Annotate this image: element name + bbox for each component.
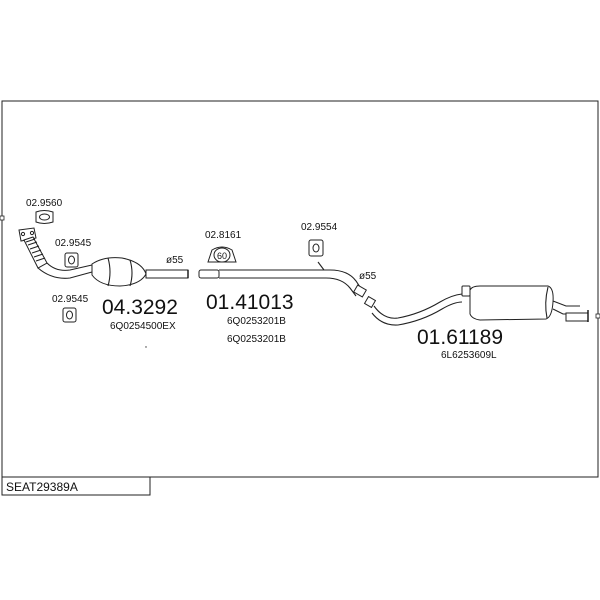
rear-silencer (363, 285, 589, 326)
diagram-frame (1, 100, 599, 478)
drawing-dot (145, 346, 147, 348)
part-code: 01.61189 (417, 326, 503, 349)
accessory-code: 02.8161 (205, 230, 242, 241)
gasket-part (35, 210, 54, 224)
oem-number: 6Q0254500EX (110, 321, 176, 332)
frame-marker-right (595, 313, 600, 319)
accessory-code: 02.9545 (52, 294, 89, 305)
frame-marker-left (0, 215, 5, 221)
catalyst-front-pipe (18, 227, 189, 287)
title-box (1, 476, 151, 496)
oem-number: 6L6253609L (441, 350, 497, 361)
accessory-code: 02.9560 (26, 198, 63, 209)
diameter-label: ø55 (359, 271, 377, 282)
rubber-mount-part (62, 307, 77, 323)
diagram-title: SEAT29389A (6, 480, 78, 494)
part-code: 04.3292 (102, 296, 178, 319)
accessory-code: 02.9554 (301, 222, 338, 233)
part-code: 01.41013 (206, 291, 294, 314)
accessory-code: 02.9545 (55, 238, 92, 249)
svg-text:60: 60 (217, 251, 227, 261)
rubber-mount-part (64, 252, 79, 268)
diameter-label: ø55 (166, 255, 184, 266)
hanger-part (308, 239, 324, 257)
oem-number: 6Q0253201B (227, 316, 286, 327)
clamp-part: 60 (207, 246, 237, 263)
middle-pipe (198, 261, 368, 298)
oem-number: 6Q0253201B (227, 334, 286, 345)
